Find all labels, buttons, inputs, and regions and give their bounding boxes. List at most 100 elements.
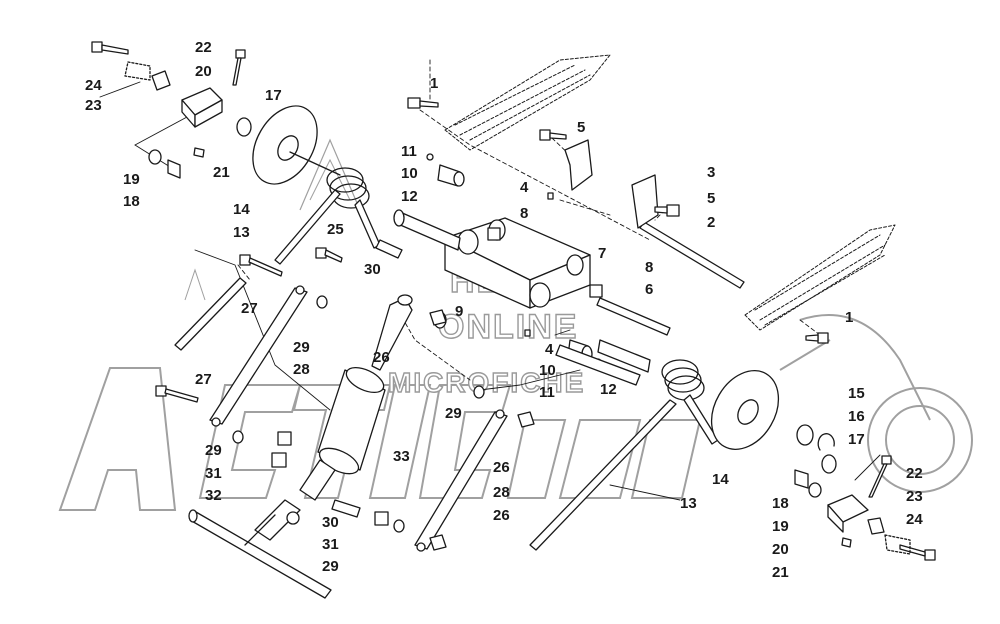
callout-29: 29 — [445, 405, 462, 422]
torsion-spring-13-lower — [529, 359, 719, 551]
callout-15: 15 — [848, 385, 865, 402]
callout-11: 11 — [539, 384, 555, 401]
callout-21: 21 — [213, 164, 230, 181]
callout-12: 12 — [401, 188, 418, 205]
callout-9: 9 — [455, 303, 463, 320]
callout-10: 10 — [539, 362, 556, 379]
callout-14: 14 — [233, 201, 250, 218]
callout-26: 26 — [493, 507, 510, 524]
callout-23: 23 — [85, 97, 102, 114]
idler-wheel-14-upper — [252, 105, 341, 185]
callout-7: 7 — [598, 245, 606, 262]
pin-4-lower — [524, 329, 531, 337]
bushing-18-upper — [167, 159, 181, 179]
torsion-spring-13-upper — [274, 167, 381, 265]
bracket-3-right — [631, 174, 659, 229]
arm-28-lower — [414, 409, 508, 552]
callout-18: 18 — [772, 495, 789, 512]
callout-17: 17 — [265, 87, 282, 104]
washer-19-lower — [808, 482, 822, 498]
callout-19: 19 — [772, 518, 789, 535]
lower-axle-assembly — [188, 499, 332, 599]
callout-6: 6 — [645, 281, 653, 298]
callout-29: 29 — [293, 339, 310, 356]
bolt-27-upper — [239, 254, 283, 277]
callout-23: 23 — [906, 488, 923, 505]
leader-lines-solid — [99, 81, 881, 501]
pin-6 — [596, 297, 671, 336]
bushing-31-a — [277, 431, 292, 446]
bolt-24-lower — [884, 534, 936, 561]
pin-30-upper — [375, 239, 403, 259]
shock-absorber-33 — [299, 294, 413, 501]
callout-26: 26 — [373, 349, 390, 366]
callout-13: 13 — [680, 495, 697, 512]
washer-19-upper — [148, 149, 162, 165]
block-20-lower — [827, 494, 869, 533]
spacer-12-lower-tube — [555, 344, 641, 386]
washer-29-d — [393, 519, 405, 533]
callout-33: 33 — [393, 448, 410, 465]
callout-24: 24 — [85, 77, 102, 94]
washer-17-upper — [236, 117, 252, 137]
callout-1: 1 — [430, 75, 438, 92]
callout-2: 2 — [707, 214, 715, 231]
washer-29-a — [316, 295, 328, 309]
callout-10: 10 — [401, 165, 418, 182]
bolt-22-upper — [232, 49, 246, 86]
pin-21-upper — [193, 147, 205, 158]
bearing-15 — [796, 424, 814, 446]
pin-4-upper — [547, 192, 554, 200]
callout-27: 27 — [241, 300, 258, 317]
washer-29-c — [473, 385, 485, 399]
pin-30-lower — [331, 499, 361, 518]
shaft-2 — [639, 221, 745, 289]
nut-26-upper — [429, 309, 447, 326]
bushing-31-b — [374, 511, 389, 526]
callout-28: 28 — [493, 484, 510, 501]
ring-11-upper — [426, 153, 434, 161]
callout-17: 17 — [848, 431, 865, 448]
nut-26-mid — [517, 411, 535, 428]
callout-11: 11 — [401, 143, 417, 160]
callout-5: 5 — [577, 119, 585, 136]
rod-long-left — [174, 277, 247, 351]
watermark-line3: MICROFICHE — [388, 367, 585, 398]
bushing-8-upper — [487, 227, 501, 241]
callout-31: 31 — [205, 465, 222, 482]
callout-26: 26 — [493, 459, 510, 476]
nut-26-lower — [429, 534, 447, 551]
callout-32: 32 — [205, 487, 222, 504]
callout-8: 8 — [645, 259, 653, 276]
slide-rail-top — [444, 54, 611, 151]
bushing-32 — [271, 452, 287, 468]
callout-18: 18 — [123, 193, 140, 210]
callout-31: 31 — [322, 536, 339, 553]
bolt-25 — [315, 247, 343, 263]
callout-25: 25 — [327, 221, 344, 238]
callout-27: 27 — [195, 371, 212, 388]
callout-21: 21 — [772, 564, 789, 581]
bolt-24-upper — [91, 41, 151, 81]
callout-19: 19 — [123, 171, 140, 188]
callout-29: 29 — [322, 558, 339, 575]
nut-23-lower — [867, 517, 885, 535]
callout-20: 20 — [772, 541, 789, 558]
idler-wheel-14-lower — [710, 370, 780, 450]
callout-5: 5 — [707, 190, 715, 207]
callout-30: 30 — [364, 261, 381, 278]
bracket-3-left — [564, 139, 593, 191]
callout-16: 16 — [848, 408, 865, 425]
callout-24: 24 — [906, 511, 923, 528]
bolt-22-lower — [868, 455, 892, 498]
bolt-1-top — [407, 97, 439, 109]
bushing-10-upper — [437, 164, 465, 187]
callout-22: 22 — [195, 39, 212, 56]
parts-drawing — [91, 41, 936, 599]
cross-shaft-assembly — [444, 217, 591, 309]
bolt-5-top — [539, 129, 567, 141]
callout-29: 29 — [205, 442, 222, 459]
callout-4: 4 — [520, 179, 529, 196]
